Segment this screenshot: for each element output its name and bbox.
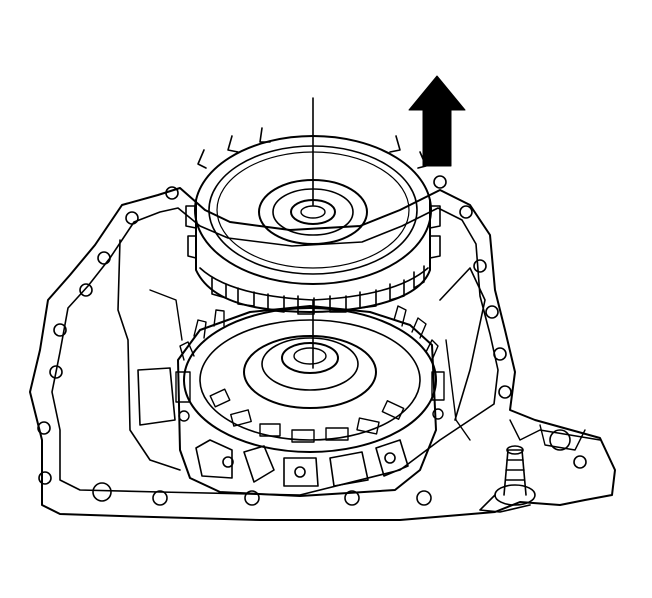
- transmission-case-icon: [29, 175, 616, 521]
- clutch-housing-icon: [175, 305, 445, 497]
- removal-direction-arrow-icon: [408, 75, 466, 167]
- input-shaft-icon: [479, 445, 536, 513]
